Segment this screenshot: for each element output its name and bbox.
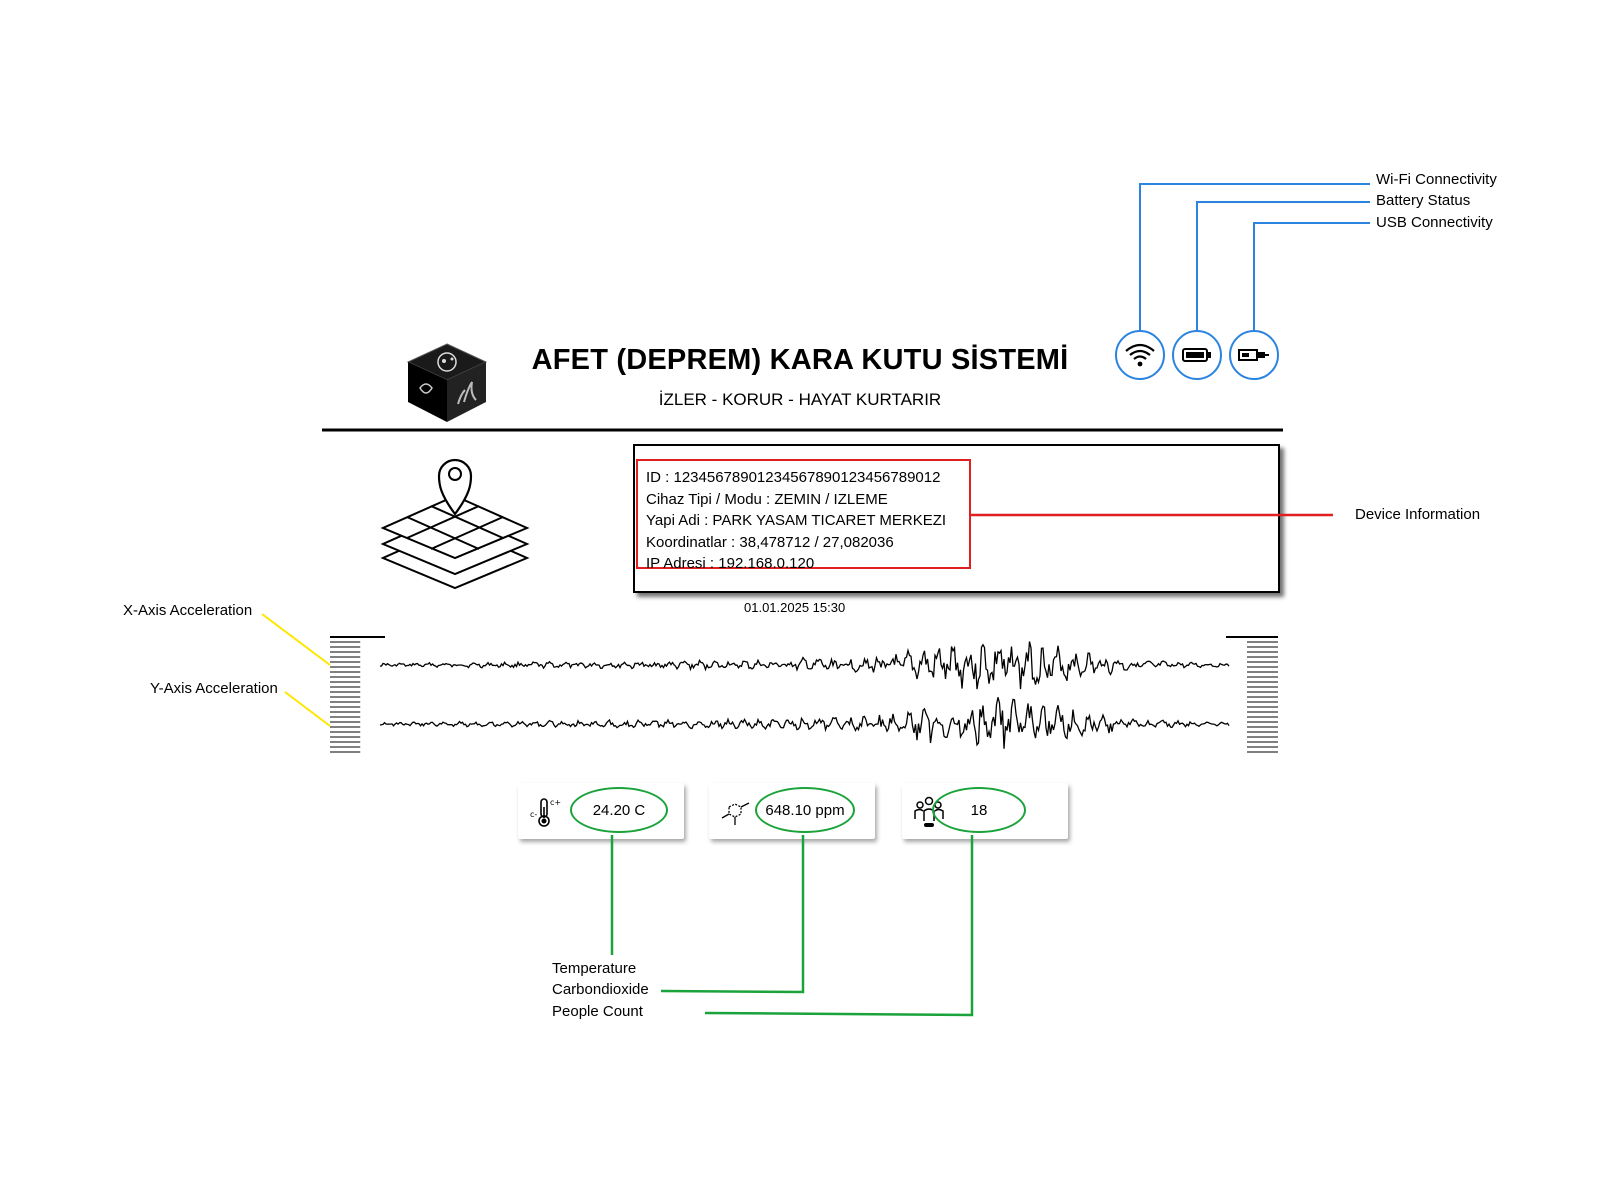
- y-axis-waveform: [379, 697, 1230, 749]
- battery-callout-label: Battery Status: [1376, 192, 1471, 209]
- temperature-card[interactable]: c+ c- 24.20 C: [518, 783, 684, 839]
- co2-value: 648.10 ppm: [755, 787, 855, 833]
- seismograph-scale-left: [330, 636, 385, 753]
- device-info-highlight: ID : 1234567890123456789012345678901​2 C…: [636, 459, 971, 572]
- people-callout-label: People Count: [552, 1003, 643, 1020]
- x-axis-callout-line: [261, 613, 331, 666]
- battery-icon: [1182, 348, 1211, 362]
- x-axis-waveform: [379, 641, 1230, 690]
- battery-callout-line: [1196, 201, 1370, 332]
- usb-icon: [1238, 349, 1269, 361]
- building-name: Yapi Adi : PARK YASAM TICARET MERKEZI: [646, 512, 947, 529]
- map-layers-icon: [380, 446, 530, 591]
- device-info-callout-label: Device Information: [1355, 506, 1481, 523]
- svg-text:c-: c-: [530, 810, 537, 819]
- usb-callout-label: USB Connectivity: [1376, 214, 1493, 231]
- svg-text:c+: c+: [550, 798, 561, 807]
- people-callout-line: [704, 835, 974, 1017]
- temperature-callout-label: Temperature: [552, 960, 637, 977]
- coordinates: Koordinatlar : 38,478712 / 27,082036: [646, 533, 894, 551]
- co2-callout-line: [660, 835, 805, 994]
- usb-callout-line: [1253, 222, 1370, 332]
- co2-card[interactable]: 648.10 ppm: [709, 783, 875, 839]
- y-axis-label: Y-Axis Acceleration: [150, 680, 278, 697]
- people-count-card[interactable]: 18: [902, 783, 1068, 839]
- timestamp: 01.01.2025 15:30: [744, 600, 846, 615]
- temperature-value: 24.20 C: [570, 787, 668, 833]
- device-type-mode: Cihaz Tipi / Modu : ZEMIN / IZLEME: [646, 490, 888, 508]
- device-id: ID : 1234567890123456789012345678901​2: [646, 469, 941, 486]
- ip-address: IP Adresi : 192.168.0.120: [646, 555, 815, 572]
- app-logo: [402, 340, 492, 425]
- wifi-icon: [1125, 343, 1155, 367]
- y-axis-callout-line: [284, 691, 331, 727]
- app-title: AFET (DEPREM) KARA KUTU SİSTEMİ: [531, 344, 1069, 376]
- seismograph-scale-right: [1226, 636, 1278, 753]
- co2-callout-label: Carbondioxide: [552, 981, 649, 998]
- people-count-value: 18: [932, 787, 1026, 833]
- co2-molecule-icon: [721, 802, 750, 825]
- thermometer-icon: c+ c-: [530, 798, 561, 827]
- usb-status-button[interactable]: [1229, 330, 1279, 380]
- app-subtitle: İZLER - KORUR - HAYAT KURTARIR: [658, 390, 942, 409]
- wifi-callout-line: [1139, 183, 1370, 332]
- x-axis-label: X-Axis Acceleration: [123, 602, 253, 619]
- wifi-callout-label: Wi-Fi Connectivity: [1376, 171, 1497, 188]
